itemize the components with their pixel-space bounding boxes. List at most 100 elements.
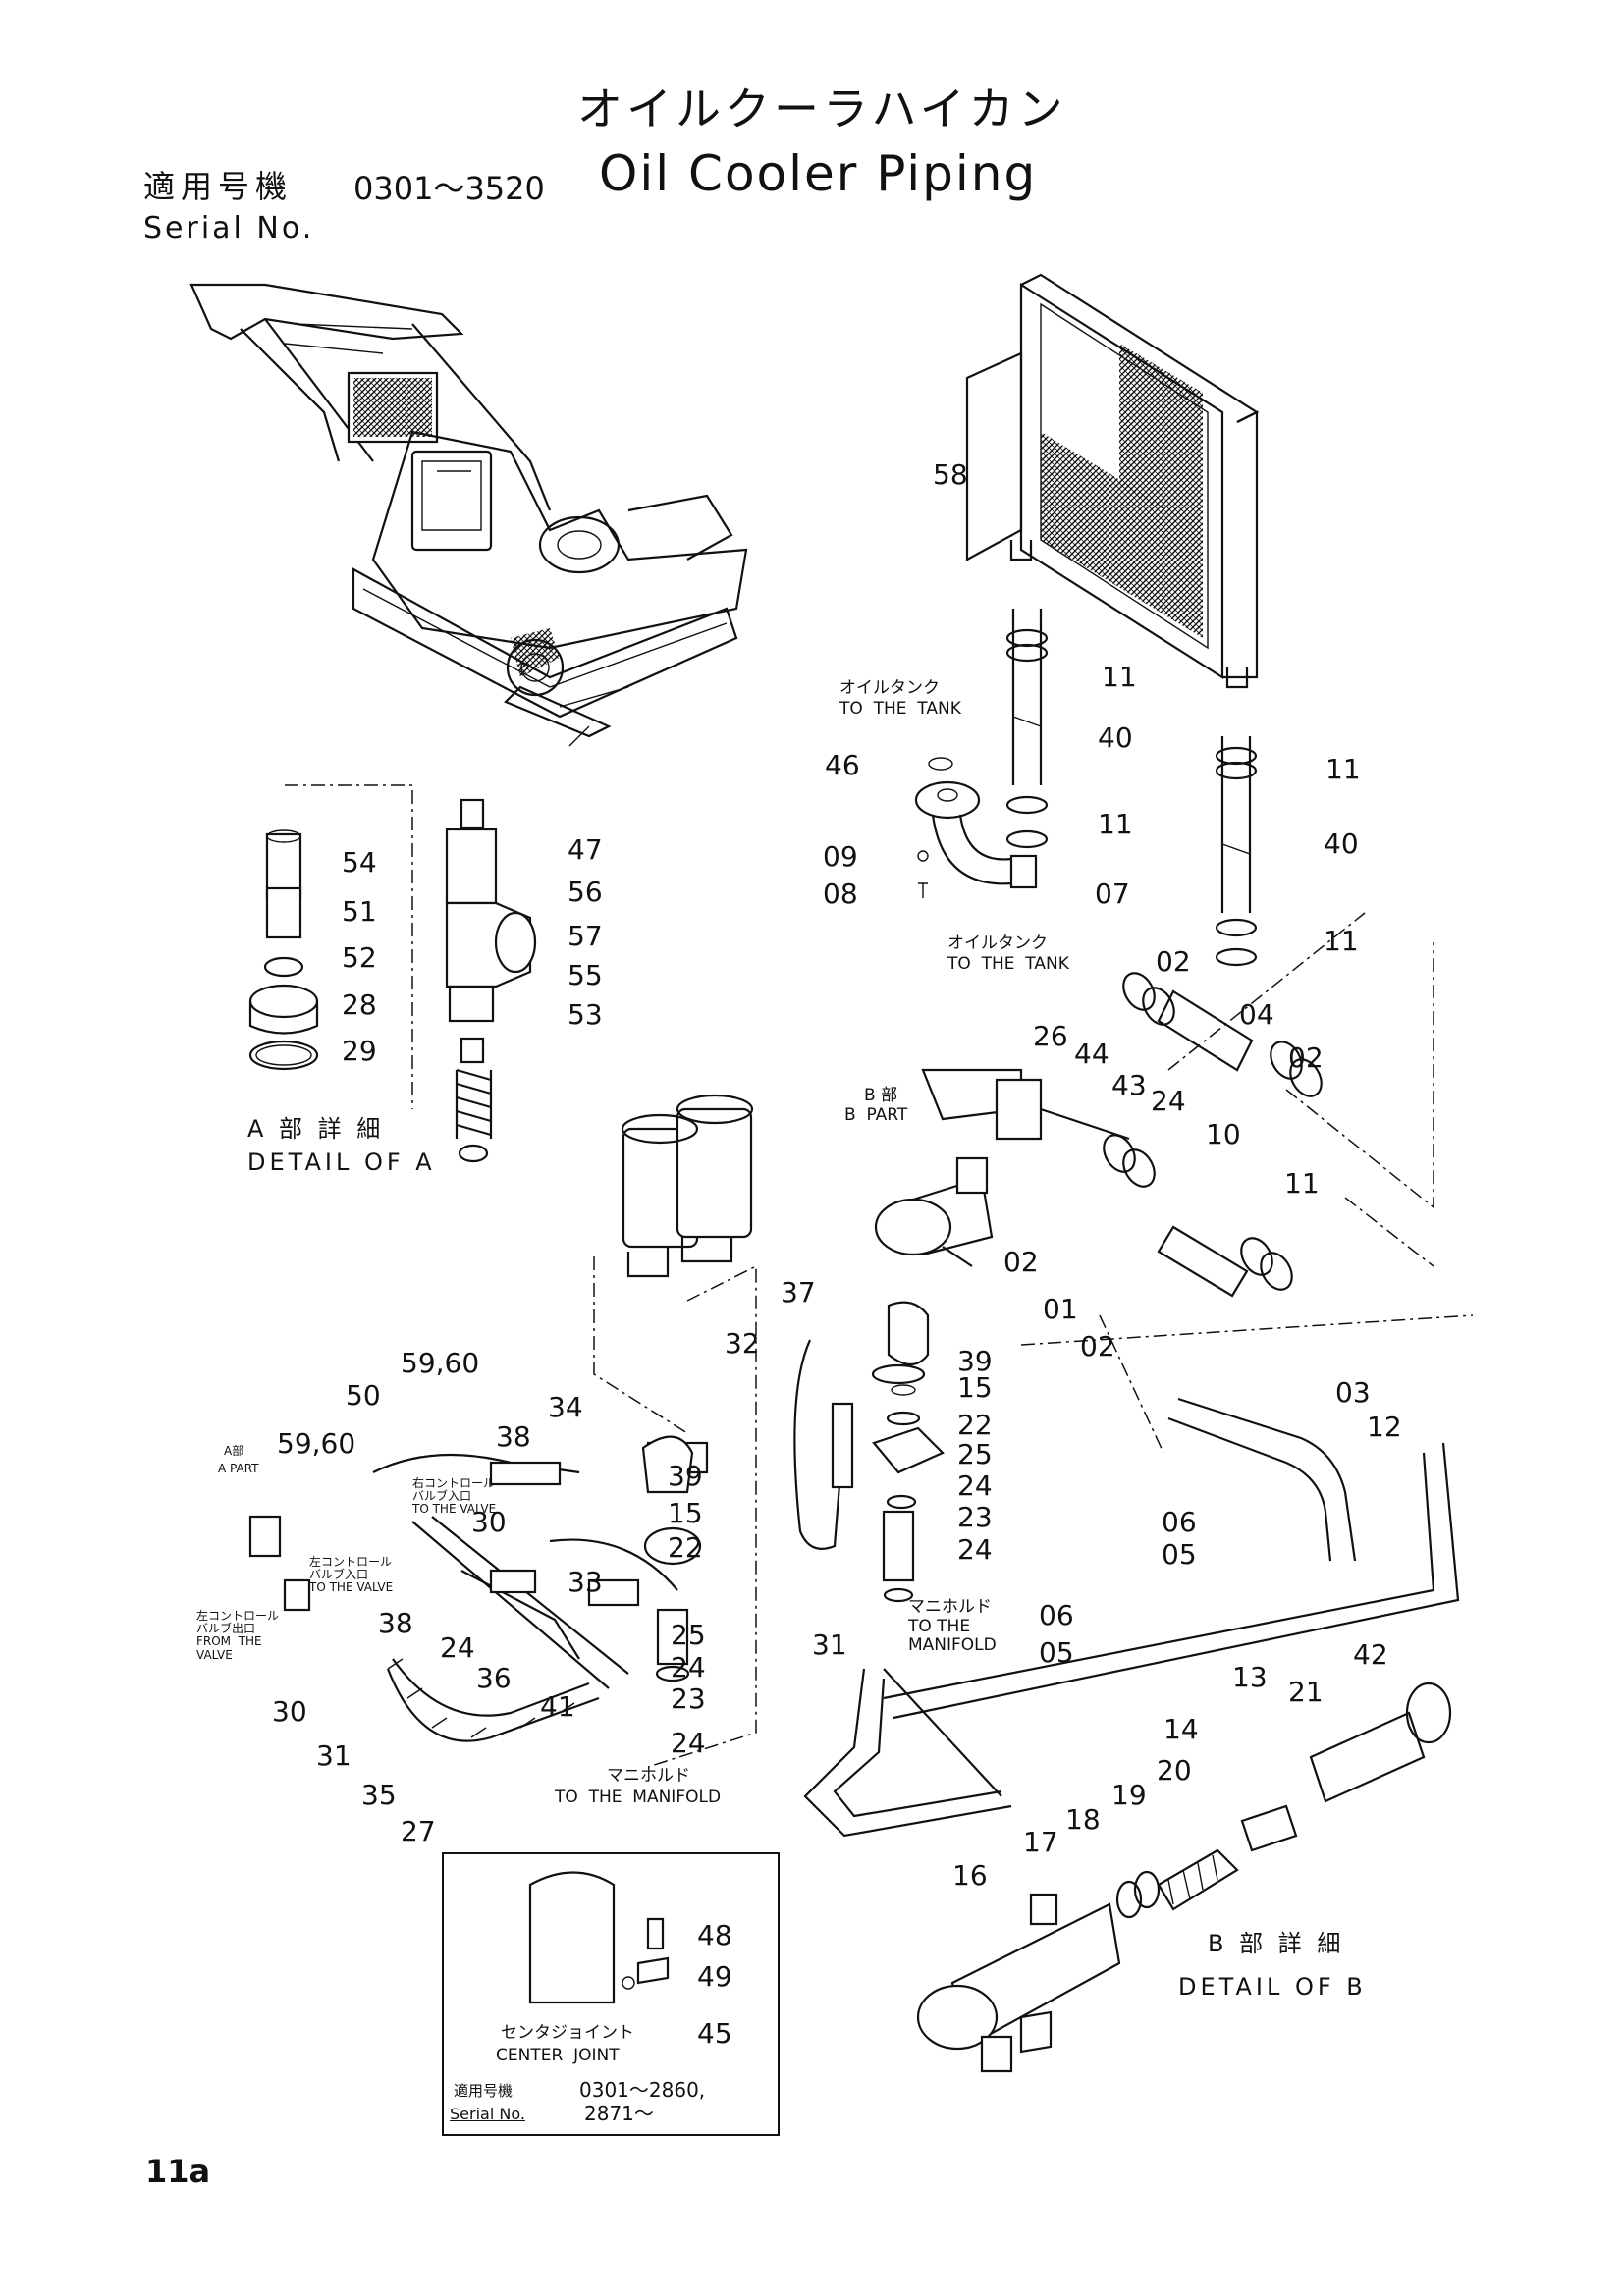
- inset-serial-range-1: 0301～2860,: [579, 2078, 706, 2102]
- callout-11: 11: [1324, 925, 1359, 957]
- label-a-part-jp: A部: [224, 1444, 244, 1458]
- callout-17: 17: [1023, 1826, 1058, 1858]
- callout-25: 25: [957, 1438, 993, 1470]
- callout-05: 05: [1039, 1636, 1074, 1669]
- callout-03: 03: [1335, 1376, 1371, 1409]
- callout-40: 40: [1098, 721, 1133, 754]
- callout-23: 23: [671, 1682, 706, 1715]
- callout-38: 38: [378, 1607, 413, 1639]
- page-title-jp: オイルクーラハイカン: [577, 82, 1067, 135]
- callout-18: 18: [1065, 1803, 1101, 1836]
- label-manifold-small-jp: マニホルド: [908, 1597, 992, 1617]
- callout-59-60: 59,60: [277, 1427, 356, 1460]
- callout-57: 57: [568, 920, 603, 952]
- callout-58: 58: [933, 458, 968, 491]
- callout-39: 39: [957, 1345, 993, 1377]
- label-tank-mid-en: TO THE TANK: [947, 954, 1069, 974]
- label-b-part-jp: B 部: [864, 1086, 898, 1105]
- callout-32: 32: [725, 1327, 760, 1360]
- inset-serial-label-jp: 適用号機: [454, 2082, 514, 2100]
- callout-15: 15: [957, 1371, 993, 1404]
- callout-36: 36: [476, 1662, 512, 1694]
- callout-38: 38: [496, 1420, 531, 1453]
- callout-56: 56: [568, 876, 603, 908]
- center-joint-inset: [442, 1852, 780, 2136]
- callout-14: 14: [1163, 1713, 1199, 1745]
- serial-label-en: Serial No.: [143, 211, 315, 245]
- label-to-valve-left: 左コントロール バルブ入口 TO THE VALVE: [309, 1555, 394, 1595]
- callout-02: 02: [1288, 1041, 1324, 1074]
- callout-19: 19: [1111, 1779, 1147, 1811]
- callout-39: 39: [668, 1460, 703, 1492]
- callout-11: 11: [1284, 1167, 1320, 1200]
- callout-02: 02: [1003, 1246, 1039, 1278]
- callout-22: 22: [957, 1409, 993, 1441]
- callout-06: 06: [1039, 1599, 1074, 1631]
- oil-cooler-58: [965, 273, 1260, 689]
- callout-55: 55: [568, 959, 603, 991]
- callout-35: 35: [361, 1779, 397, 1811]
- callout-23: 23: [957, 1501, 993, 1533]
- callout-21: 21: [1288, 1676, 1324, 1708]
- callout-25: 25: [671, 1619, 706, 1651]
- callout-11: 11: [1325, 753, 1361, 785]
- callout-13: 13: [1232, 1661, 1268, 1693]
- callout-24: 24: [671, 1727, 706, 1759]
- callout-41: 41: [540, 1690, 575, 1723]
- callout-37: 37: [781, 1276, 816, 1308]
- callout-02: 02: [1080, 1330, 1115, 1362]
- callout-07: 07: [1095, 878, 1130, 910]
- callout-28: 28: [342, 988, 377, 1021]
- callout-27: 27: [401, 1815, 436, 1847]
- callout-42: 42: [1353, 1638, 1388, 1671]
- callout-11: 11: [1098, 808, 1133, 840]
- callout-22: 22: [668, 1531, 703, 1564]
- callout-06: 06: [1162, 1506, 1197, 1538]
- detail-b-assembly: [916, 1682, 1452, 2073]
- page-number: 11a: [145, 2153, 211, 2190]
- label-center-joint-jp: センタジョイント: [501, 2023, 634, 2043]
- callout-26: 26: [1033, 1020, 1068, 1052]
- callout-51: 51: [342, 895, 377, 928]
- label-from-valve: 左コントロール バルブ出口 FROM THE VALVE: [196, 1609, 280, 1662]
- callout-01: 01: [1043, 1293, 1078, 1325]
- callout-30: 30: [471, 1506, 507, 1538]
- label-b-part-en: B PART: [844, 1105, 908, 1125]
- callout-31: 31: [316, 1739, 352, 1772]
- callout-24: 24: [957, 1469, 993, 1502]
- callout-49: 49: [697, 1960, 732, 1993]
- callout-40: 40: [1324, 828, 1359, 860]
- detail-a-title-jp: A 部 詳 細: [247, 1115, 385, 1143]
- callout-08: 08: [823, 878, 858, 910]
- callout-47: 47: [568, 833, 603, 866]
- callout-45: 45: [697, 2017, 732, 2050]
- label-manifold-big-jp: マニホルド: [607, 1766, 690, 1786]
- label-tank-mid-jp: オイルタンク: [947, 934, 1048, 953]
- inset-serial-label-en: Serial No.: [450, 2105, 525, 2123]
- callout-04: 04: [1239, 998, 1274, 1031]
- hose-40-left: [1011, 609, 1043, 785]
- callout-46: 46: [825, 749, 860, 781]
- page-title-en: Oil Cooler Piping: [599, 145, 1038, 202]
- callout-05: 05: [1162, 1538, 1197, 1571]
- callout-44: 44: [1074, 1038, 1109, 1070]
- label-a-part-en: A PART: [218, 1462, 259, 1475]
- callout-52: 52: [342, 941, 377, 974]
- callout-24: 24: [671, 1651, 706, 1683]
- callout-50: 50: [346, 1379, 381, 1412]
- excavator-illustration: [189, 283, 748, 747]
- callout-30: 30: [272, 1695, 307, 1728]
- serial-label-jp: 適用号機: [143, 168, 294, 205]
- label-to-valve-right: 右コントロール バルブ入口 TO THE VALVE: [412, 1476, 497, 1517]
- callout-11: 11: [1102, 661, 1137, 693]
- callout-33: 33: [568, 1566, 603, 1598]
- callout-10: 10: [1206, 1118, 1241, 1150]
- callout-59-60: 59,60: [401, 1347, 480, 1379]
- callout-02: 02: [1156, 945, 1191, 978]
- callout-54: 54: [342, 846, 377, 879]
- detail-b-title-jp: B 部 詳 細: [1208, 1930, 1345, 1957]
- callout-20: 20: [1157, 1754, 1192, 1787]
- callout-15: 15: [668, 1497, 703, 1529]
- label-manifold-small-en: TO THE MANIFOLD: [908, 1617, 997, 1655]
